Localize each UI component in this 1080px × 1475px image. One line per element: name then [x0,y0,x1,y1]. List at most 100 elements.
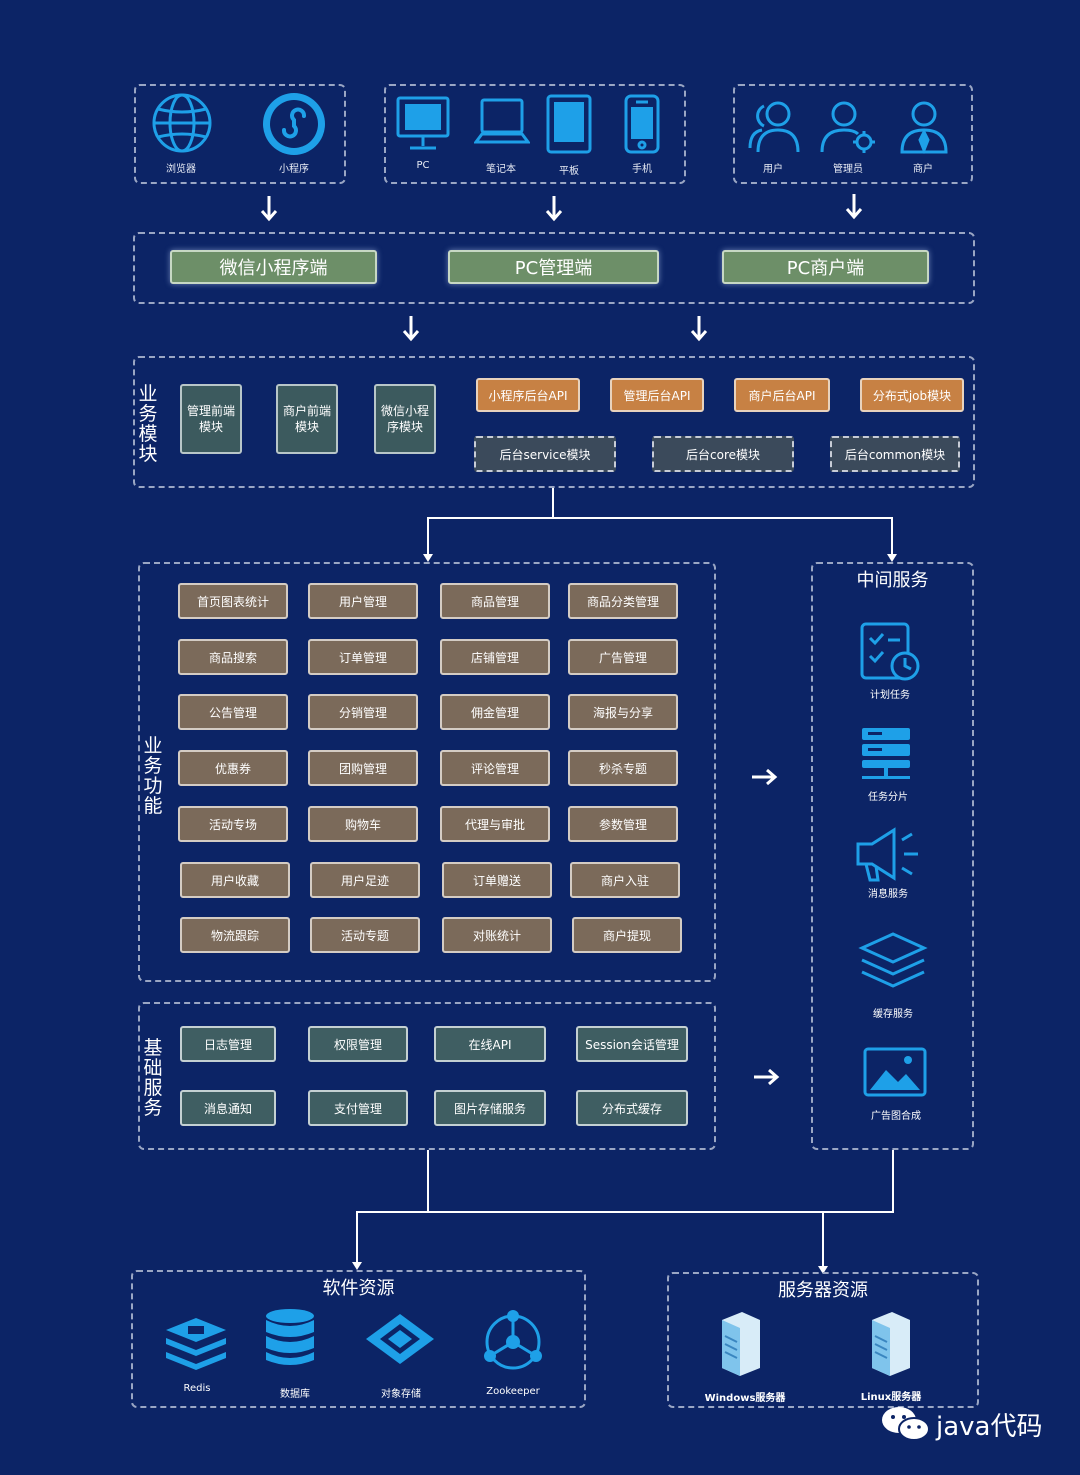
base-service-button[interactable]: 分布式缓存 [576,1090,688,1126]
function-button[interactable]: 活动专题 [310,917,420,953]
function-button[interactable]: 用户收藏 [180,862,290,898]
arrow-down-icon [690,316,708,342]
module-mini-program-api[interactable]: 小程序后台API [476,378,580,412]
function-button[interactable]: 佣金管理 [440,694,550,730]
layers-icon [858,932,928,988]
function-button[interactable]: 店铺管理 [440,639,550,675]
software-resource-label: 数据库 [280,1389,310,1400]
function-button[interactable]: 活动专场 [178,806,288,842]
client-label: 用户 [763,164,783,175]
business-functions-label: 业务功能 [143,735,163,817]
function-button[interactable]: 商户提现 [572,917,682,953]
laptop-icon [474,98,530,144]
module-admin-api[interactable]: 管理后台API [610,378,704,412]
middle-service-label: 计划任务 [870,690,910,701]
base-services-group [138,1002,716,1150]
function-button[interactable]: 团购管理 [308,750,418,786]
module-admin-frontend[interactable]: 管理前端模块 [180,384,242,454]
arrow-down-icon [260,196,278,222]
module-core[interactable]: 后台core模块 [652,436,794,472]
client-group-devices [384,84,686,184]
function-button[interactable]: 广告管理 [568,639,678,675]
server-resources-group [667,1272,979,1408]
admin-icon [820,101,875,153]
megaphone-icon [856,827,918,882]
module-common[interactable]: 后台common模块 [830,436,960,472]
server-resource-label: Linux服务器 [860,1392,922,1403]
function-button[interactable]: 物流跟踪 [180,917,290,953]
client-label: 平板 [559,166,579,177]
module-service[interactable]: 后台service模块 [474,436,616,472]
module-merchant-frontend[interactable]: 商户前端模块 [276,384,338,454]
function-button[interactable]: 首页图表统计 [178,583,288,619]
arrow-down-icon [402,316,420,342]
client-label: 小程序 [279,164,309,175]
base-service-button[interactable]: 消息通知 [180,1090,276,1126]
function-button[interactable]: 评论管理 [440,750,550,786]
arrow-down-icon [845,194,863,220]
function-button[interactable]: 商品分类管理 [568,583,678,619]
middle-services-group [811,562,974,1150]
client-group-roles [733,84,973,184]
function-button[interactable]: 对账统计 [442,917,552,953]
software-resource-label: 对象存储 [381,1389,421,1400]
business-modules-label: 业务模块 [138,383,158,465]
module-wechat-frontend[interactable]: 微信小程序模块 [374,384,436,454]
client-label: 管理员 [833,164,863,175]
users-icon [748,101,800,153]
server-resources-title: 服务器资源 [778,1280,868,1301]
function-button[interactable]: 订单赠送 [442,862,552,898]
middle-service-label: 消息服务 [868,889,908,900]
phone-icon [624,94,660,154]
middle-service-label: 广告图合成 [871,1111,921,1122]
base-service-button[interactable]: 在线API [434,1026,546,1062]
schedule-icon [860,622,920,681]
software-resource-label: Redis [183,1383,211,1394]
software-resources-group [131,1270,586,1408]
base-service-button[interactable]: Session会话管理 [576,1026,688,1062]
function-button[interactable]: 参数管理 [568,806,678,842]
globe-icon [152,93,212,153]
function-button[interactable]: 商户入驻 [570,862,680,898]
module-distributed-job[interactable]: 分布式job模块 [860,378,964,412]
function-button[interactable]: 商品搜索 [178,639,288,675]
base-service-button[interactable]: 日志管理 [180,1026,276,1062]
middle-service-label: 任务分片 [868,792,908,803]
base-service-button[interactable]: 权限管理 [308,1026,408,1062]
client-label: 手机 [632,164,652,175]
endpoint-pc-admin[interactable]: PC管理端 [448,250,659,284]
client-label: PC [416,160,430,171]
merchant-icon [900,101,948,154]
monitor-icon [396,96,450,150]
client-label: 商户 [913,164,933,175]
object-storage-icon [366,1314,434,1364]
watermark-text: java代码 [936,1412,1043,1442]
base-services-label: 基础服务 [143,1037,163,1119]
function-button[interactable]: 购物车 [308,806,418,842]
base-service-button[interactable]: 支付管理 [308,1090,408,1126]
wechat-icon [882,1407,930,1441]
function-button[interactable]: 订单管理 [308,639,418,675]
function-button[interactable]: 优惠券 [178,750,288,786]
server-rack-icon [862,728,910,779]
endpoint-pc-merchant[interactable]: PC商户端 [722,250,929,284]
redis-icon [166,1318,226,1370]
function-button[interactable]: 秒杀专题 [568,750,678,786]
base-service-button[interactable]: 图片存储服务 [434,1090,546,1126]
endpoints-group [133,232,975,304]
function-button[interactable]: 分销管理 [308,694,418,730]
module-merchant-api[interactable]: 商户后台API [734,378,830,412]
function-button[interactable]: 商品管理 [440,583,550,619]
function-button[interactable]: 用户管理 [308,583,418,619]
function-button[interactable]: 用户足迹 [310,862,420,898]
endpoint-wechat-mini-program[interactable]: 微信小程序端 [170,250,377,284]
software-resources-title: 软件资源 [322,1278,395,1299]
database-icon [266,1309,314,1365]
function-button[interactable]: 公告管理 [178,694,288,730]
function-button[interactable]: 代理与审批 [440,806,550,842]
client-label: 浏览器 [166,164,196,175]
function-button[interactable]: 海报与分享 [568,694,678,730]
business-modules-group [133,356,975,488]
